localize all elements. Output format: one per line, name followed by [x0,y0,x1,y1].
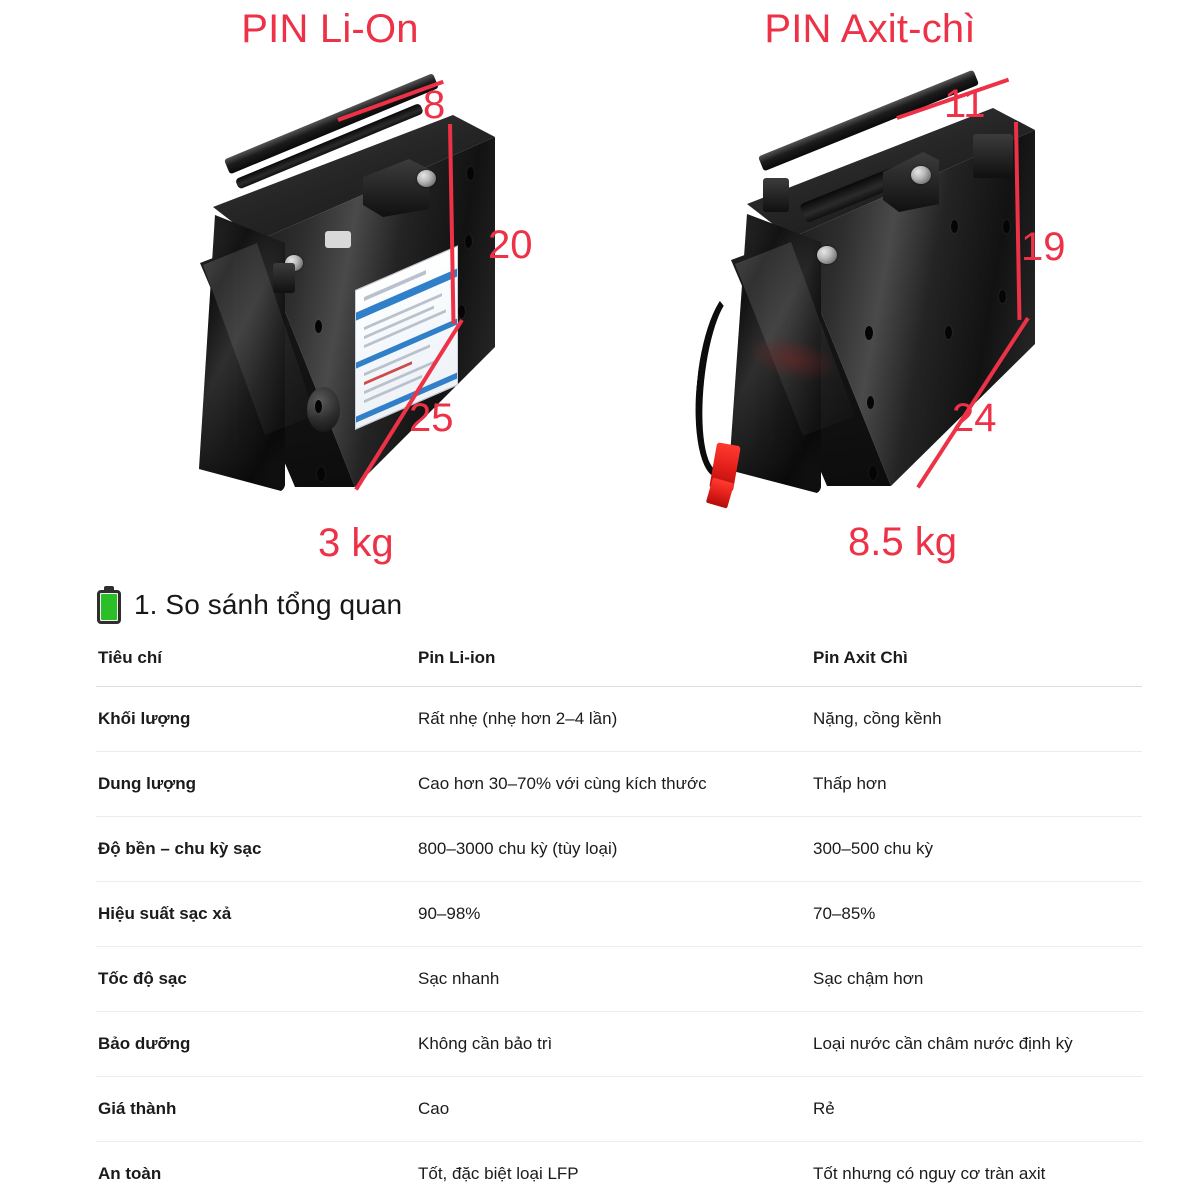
dimension-label-depth: 11 [944,82,986,126]
column-header-criterion: Tiêu chí [96,640,416,687]
lead-acid-battery-illustration [687,69,1035,509]
battery-terminal-bolt-upper [911,166,931,184]
cell-lead-acid: Tốt nhưng có nguy cơ tràn axit [811,1141,1142,1200]
photo-title-liion: PIN Li-On [241,7,419,51]
photo-title-lead-acid: PIN Axit-chì [764,7,976,51]
cell-liion: Rất nhẹ (nhẹ hơn 2–4 lần) [416,686,811,752]
battery-port-cap [307,387,340,432]
battery-comparison-photo-band: PIN Li-On PIN Axit-chì [0,0,1200,578]
cell-criterion: Hiệu suất sạc xả [96,881,416,947]
table-row: Hiệu suất sạc xả 90–98% 70–85% [96,881,1142,947]
table-row: Bảo dưỡng Không cần bảo trì Loại nước cầ… [96,1011,1142,1077]
battery-screw-hole [999,290,1006,303]
battery-bolt-upper [417,170,436,187]
battery-tab-left [273,263,295,293]
column-header-liion: Pin Li-ion [416,640,811,687]
column-header-lead-acid: Pin Axit Chì [811,640,1142,687]
comparison-table: Tiêu chí Pin Li-ion Pin Axit Chì Khối lư… [96,640,1142,1200]
cell-lead-acid: Nặng, cồng kềnh [811,686,1142,752]
cell-criterion: Độ bền – chu kỳ sạc [96,816,416,882]
battery-screw-hole [458,305,465,318]
battery-screw-hole [465,235,472,248]
table-row: Khối lượng Rất nhẹ (nhẹ hơn 2–4 lần) Nặn… [96,686,1142,752]
cell-liion: Cao hơn 30–70% với cùng kích thước [416,751,811,817]
battery-screw-hole [467,167,474,180]
battery-tab-left [763,178,789,212]
dimension-label-height: 19 [1021,225,1066,269]
battery-screw-hole [315,320,322,333]
dimension-label-width: 24 [952,396,997,440]
cell-liion: Không cần bảo trì [416,1011,811,1077]
battery-terminal-bolt-lower [817,246,837,264]
battery-screw-hole [317,467,325,481]
battery-screw-hole [869,466,877,480]
battery-screw-hole [1003,220,1010,233]
dimension-label-width: 25 [409,396,454,440]
cell-lead-acid: Sạc chậm hơn [811,946,1142,1012]
battery-icon [96,586,122,624]
battery-screw-hole [945,326,952,339]
cell-lead-acid: 300–500 chu kỳ [811,816,1142,882]
cell-liion: Cao [416,1076,811,1142]
dimension-label-depth: 8 [423,83,446,127]
battery-end-cap [199,215,285,492]
table-row: An toàn Tốt, đặc biệt loại LFP Tốt nhưng… [96,1141,1142,1200]
battery-screw-hole [315,400,322,413]
battery-screw-hole [867,396,874,409]
section-heading-text: 1. So sánh tổng quan [134,589,403,620]
cell-lead-acid: Rẻ [811,1076,1142,1142]
cell-lead-acid: Loại nước cần châm nước định kỳ [811,1011,1142,1077]
cell-criterion: Khối lượng [96,686,416,752]
table-row: Độ bền – chu kỳ sạc 800–3000 chu kỳ (tùy… [96,816,1142,882]
cell-liion: Sạc nhanh [416,946,811,1012]
dimension-label-height: 20 [488,223,533,267]
cell-criterion: Tốc độ sạc [96,946,416,1012]
liion-battery-illustration [165,73,495,515]
section-heading: 1. So sánh tổng quan [96,586,402,624]
battery-chip-block [325,231,351,248]
cell-criterion: Bảo dưỡng [96,1011,416,1077]
liion-photo-cell: 8 20 25 3 kg [0,0,600,578]
lead-acid-photo-cell: 11 19 24 8.5 kg [600,0,1200,578]
cell-criterion: Dung lượng [96,751,416,817]
table-row: Dung lượng Cao hơn 30–70% với cùng kích … [96,751,1142,817]
cell-criterion: An toàn [96,1141,416,1200]
cell-liion: 90–98% [416,881,811,947]
cell-criterion: Giá thành [96,1076,416,1142]
battery-screw-hole [951,220,958,233]
cell-liion: 800–3000 chu kỳ (tùy loại) [416,816,811,882]
weight-label-lead-acid: 8.5 kg [848,520,957,564]
table-header-row: Tiêu chí Pin Li-ion Pin Axit Chì [96,640,1142,687]
cell-lead-acid: 70–85% [811,881,1142,947]
table-row: Tốc độ sạc Sạc nhanh Sạc chậm hơn [96,946,1142,1012]
cell-liion: Tốt, đặc biệt loại LFP [416,1141,811,1200]
cell-lead-acid: Thấp hơn [811,751,1142,817]
battery-tab-right [973,134,1013,178]
table-row: Giá thành Cao Rẻ [96,1076,1142,1142]
battery-vent-hole [865,326,873,340]
weight-label-liion: 3 kg [318,521,394,565]
